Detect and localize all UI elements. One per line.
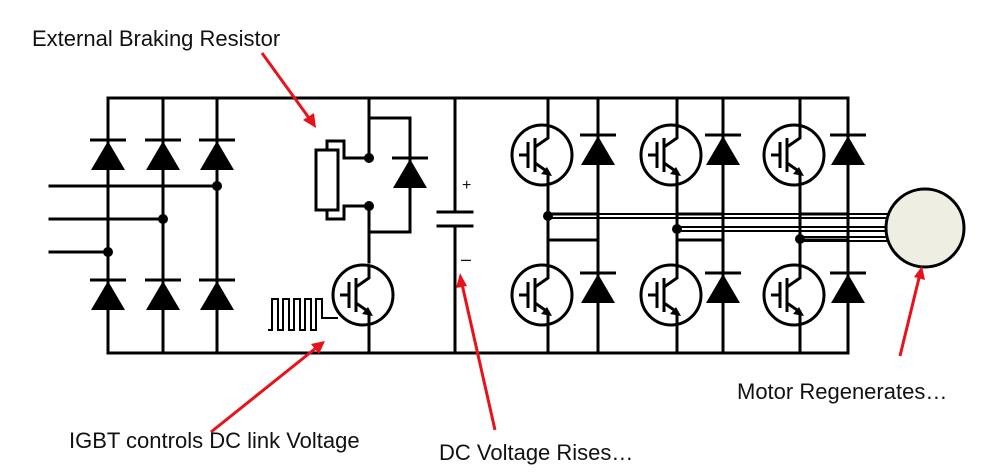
inverter-igbt xyxy=(510,263,574,327)
chopper-igbt xyxy=(331,263,395,327)
dc-voltage-rises-label: DC Voltage Rises… xyxy=(439,440,633,465)
inverter-igbt xyxy=(639,263,703,327)
dc-link-capacitor: + – xyxy=(436,96,474,355)
braking-chopper xyxy=(268,96,430,355)
motor-regenerates-label: Motor Regenerates… xyxy=(737,379,947,404)
inverter-diode xyxy=(703,271,743,305)
inverter-diode xyxy=(578,271,618,305)
rectifier-diode xyxy=(143,138,183,172)
freewheel-diode xyxy=(390,156,430,190)
arrow-braking-resistor xyxy=(260,52,311,119)
rectifier-diode xyxy=(197,138,237,172)
motor-circle xyxy=(884,187,966,269)
inverter-igbt xyxy=(762,123,826,187)
arrow-motor xyxy=(898,277,921,357)
inverter-diode xyxy=(828,271,868,305)
arrow-igbt-controls xyxy=(210,346,317,434)
inverter-igbt xyxy=(510,123,574,187)
inverter-igbt xyxy=(762,263,826,327)
capacitor-minus: – xyxy=(461,249,471,269)
inverter-diode xyxy=(828,133,868,167)
rectifier-diode xyxy=(197,278,237,312)
inverter-igbt xyxy=(639,123,703,187)
inverter-diode xyxy=(703,133,743,167)
inverter-bridge xyxy=(510,96,890,355)
rectifier-diode xyxy=(88,138,128,172)
capacitor-plus: + xyxy=(462,177,471,194)
annotation-arrows xyxy=(210,52,925,434)
rectifier-diode xyxy=(143,278,183,312)
pwm-signal xyxy=(268,298,338,331)
arrow-dc-voltage xyxy=(460,283,497,431)
rectifier-diode xyxy=(88,278,128,312)
inverter-diode xyxy=(578,133,618,167)
braking-resistor-symbol xyxy=(314,139,374,221)
braking-resistor-label: External Braking Resistor xyxy=(32,26,280,51)
igbt-controls-label: IGBT controls DC link Voltage xyxy=(69,428,360,453)
rectifier-bridge xyxy=(48,96,850,355)
